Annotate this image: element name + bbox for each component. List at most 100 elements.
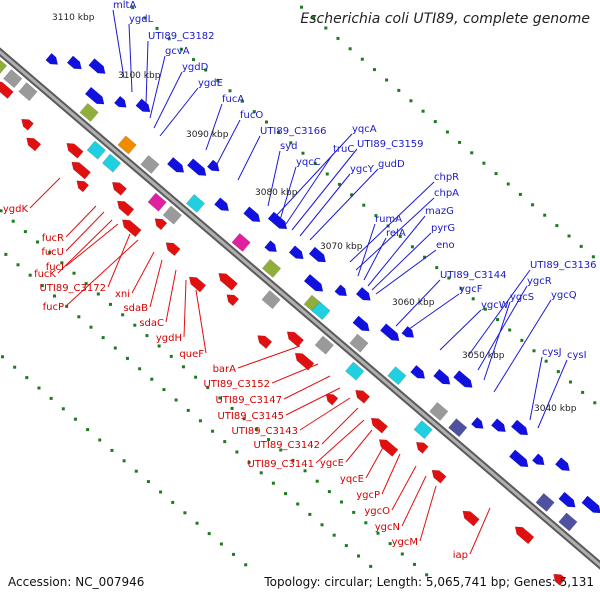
scale-dot xyxy=(568,380,572,384)
forward-gene-label: chpA xyxy=(434,188,459,199)
scale-dot xyxy=(13,365,17,369)
scale-dot xyxy=(89,325,93,329)
forward-label-leader xyxy=(153,71,183,129)
scale-dot xyxy=(113,346,117,350)
scale-dot xyxy=(284,492,288,496)
scale-dot xyxy=(216,78,220,82)
reverse-cog-box xyxy=(162,205,182,225)
scale-dot xyxy=(40,284,44,288)
scale-tick-label: 3090 kbp xyxy=(186,130,229,140)
forward-gene-arrow xyxy=(410,364,426,379)
forward-gene-label: ygdD xyxy=(182,62,209,73)
scale-dot xyxy=(385,78,389,82)
reverse-cog-box xyxy=(261,290,281,310)
forward-label-leader xyxy=(367,215,426,287)
forward-gene-arrow xyxy=(88,58,106,74)
scale-dot xyxy=(482,161,486,165)
reverse-gene-arrow xyxy=(188,276,207,293)
reverse-label-leader xyxy=(419,485,437,542)
scale-dot xyxy=(73,417,77,421)
scale-dot xyxy=(98,438,102,442)
forward-gene-arrow xyxy=(166,156,185,173)
scale-dot xyxy=(25,376,29,380)
forward-cog-box xyxy=(79,102,99,122)
scale-dot xyxy=(242,417,246,421)
forward-gene-label: mltA xyxy=(113,0,136,11)
scale-dot xyxy=(388,542,392,546)
scale-dot xyxy=(412,562,416,566)
scale-dot xyxy=(508,328,512,332)
forward-gene-label: fucA xyxy=(222,94,244,105)
forward-gene-arrow xyxy=(531,453,545,466)
scale-dot xyxy=(374,214,378,218)
reverse-gene-arrow xyxy=(111,181,127,196)
scale-dot xyxy=(581,390,585,394)
reverse-gene-arrow xyxy=(26,137,42,152)
scale-dot xyxy=(555,224,559,228)
scale-tick-label: 3080 kbp xyxy=(255,188,298,198)
forward-gene-arrow xyxy=(113,95,127,108)
scale-dot xyxy=(125,356,129,360)
scale-dot xyxy=(218,396,222,400)
forward-gene-arrow xyxy=(135,98,151,113)
reverse-label-leader xyxy=(315,419,365,464)
scale-dot xyxy=(313,162,317,166)
scale-dot xyxy=(544,359,548,363)
scale-dot xyxy=(101,336,105,340)
reverse-cog-box xyxy=(101,153,122,173)
forward-gene-label: cysJ xyxy=(542,347,562,358)
scale-dot xyxy=(458,140,462,144)
reverse-gene-label: fucI xyxy=(46,262,64,273)
forward-gene-arrow xyxy=(206,159,220,172)
reverse-label-leader xyxy=(299,397,351,431)
forward-label-leader xyxy=(395,279,441,327)
forward-gene-label: gcvA xyxy=(165,46,190,57)
scale-dot xyxy=(271,481,275,485)
forward-gene-arrow xyxy=(334,284,348,297)
forward-gene-arrow xyxy=(470,416,484,429)
scale-dot xyxy=(398,234,402,238)
scale-dot xyxy=(410,245,414,249)
scale-dot xyxy=(230,406,234,410)
forward-gene-label: cysI xyxy=(567,350,587,361)
reverse-gene-arrow xyxy=(553,573,566,586)
gene-labels: mltAygdLUTI89_C3182gcvAygdDygdEfucAfucOU… xyxy=(3,0,597,561)
scale-dot xyxy=(37,386,41,390)
forward-label-leader xyxy=(529,356,543,421)
scale-dot xyxy=(235,450,239,454)
topology-text: Topology: circular; Length: 5,065,741 bp… xyxy=(263,575,594,589)
reverse-label-leader xyxy=(29,177,61,209)
reverse-gene-label: UTI89_C3143 xyxy=(231,426,298,437)
scale-dot xyxy=(174,398,178,402)
forward-gene-arrow xyxy=(401,325,415,338)
reverse-cog-box xyxy=(18,82,38,102)
forward-gene-arrow xyxy=(264,240,277,252)
forward-cog-box xyxy=(185,193,206,213)
scale-dot xyxy=(65,304,69,308)
forward-gene-label: UTI89_C3159 xyxy=(357,139,424,150)
forward-label-leader xyxy=(357,223,376,277)
reverse-gene-label: ygcE xyxy=(320,458,344,469)
scale-dot xyxy=(162,388,166,392)
scale-dot xyxy=(86,428,90,432)
scale-dot xyxy=(252,110,256,114)
reverse-cog-box xyxy=(345,361,365,381)
scale-dot xyxy=(397,88,401,92)
scale-dot xyxy=(303,469,307,473)
scale-dot xyxy=(567,234,571,238)
reverse-gene-label: fucK xyxy=(34,269,56,280)
scale-dot xyxy=(362,203,366,207)
forward-gene-arrow xyxy=(214,197,230,212)
scale-dot xyxy=(121,313,125,317)
forward-gene-arrow xyxy=(510,419,529,436)
reverse-label-leader xyxy=(57,219,113,274)
forward-label-leader xyxy=(237,135,261,181)
scale-dot xyxy=(53,294,56,298)
forward-gene-label: mazG xyxy=(425,206,454,217)
forward-label-leader xyxy=(371,232,432,291)
reverse-cog-box xyxy=(0,59,8,74)
reverse-label-leader xyxy=(237,345,301,369)
scale-dot xyxy=(157,344,161,348)
scale-tick-label: 3060 kbp xyxy=(392,298,435,308)
scale-dot xyxy=(207,532,211,536)
